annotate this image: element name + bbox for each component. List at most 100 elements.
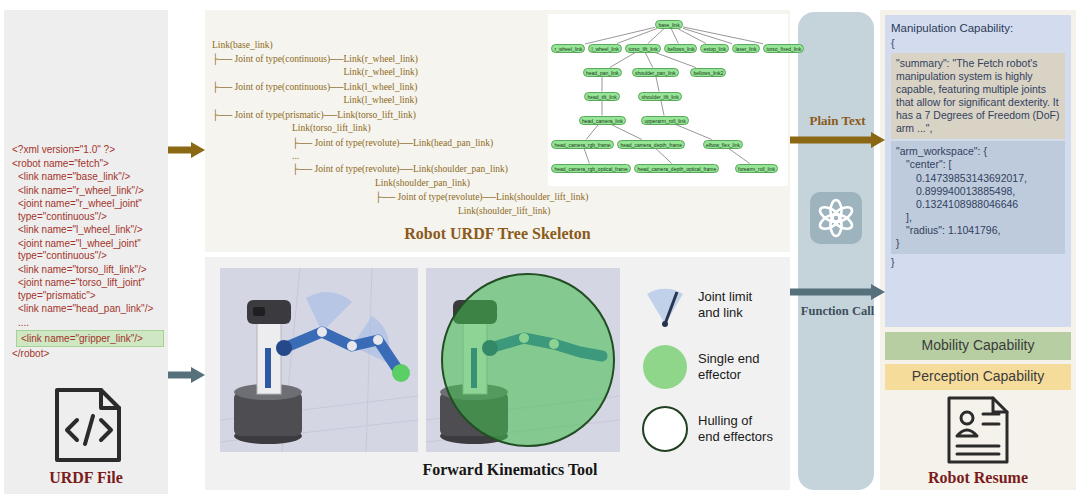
code-line: <link name="torso_lift_link"/>: [18, 264, 160, 277]
robot-render: [347, 341, 357, 351]
tree-edge: [661, 101, 664, 116]
tree-edge: [584, 149, 589, 164]
graph-canvas: [548, 14, 788, 186]
workspace-band: "arm_workspace": {"center": [0.147398531…: [891, 141, 1065, 254]
json-line: }: [896, 237, 1060, 250]
tree-graph-node: head_camera_rgb_frame: [551, 140, 614, 149]
tree-graph-node: shoulder_lift_link: [638, 92, 682, 101]
tree-edge: [683, 27, 763, 44]
tree-line: ├── Joint of type(continuous)──Link(l_wh…: [212, 82, 417, 94]
panel-caption: URDF File: [4, 468, 168, 488]
json-line: 0.899940013885498,: [916, 185, 1060, 198]
robot-render: [257, 322, 281, 394]
flow-arrow: [790, 289, 871, 296]
tree-edge: [602, 101, 603, 116]
link-name: estop_link: [704, 46, 727, 52]
code-line: <robot name="fetch">: [12, 158, 160, 171]
robot-render: [220, 268, 418, 452]
legend-item: Hulling of end effectors: [640, 404, 788, 454]
tree-graph-node: forearm_roll_link: [735, 164, 778, 173]
legend-symbol: [640, 342, 690, 392]
robot-render: [265, 348, 271, 388]
legend-text: Single end effector: [698, 351, 776, 384]
robot-render: [317, 327, 327, 337]
legend-item: Joint limit and link: [640, 280, 788, 330]
json-line: "radius": 1.1041796,: [906, 224, 1060, 237]
tree-edge: [671, 29, 678, 44]
code-line: <joint name="l_wheel_joint" type="contin…: [18, 238, 160, 263]
tree-graph-node: torso_lift_link: [625, 44, 661, 53]
llm-column: [798, 12, 874, 490]
tree-graph-node: elbow_flex_link: [703, 140, 743, 149]
link-name: torso_lift_link: [629, 46, 658, 52]
flow-arrow: [168, 147, 191, 154]
robot-render: [276, 340, 292, 356]
robot-render: [220, 268, 418, 452]
json-line: "summary": "The Fetch robot's manipulati…: [896, 57, 1060, 136]
link-name: r_wheel_link: [555, 46, 583, 52]
json-line: ],: [906, 211, 1060, 224]
panel-caption: Robot Resume: [880, 468, 1076, 488]
json-line: 0.14739853143692017,: [916, 172, 1060, 185]
robot-render: [220, 268, 418, 452]
tree-line: Link(shoulder_pan_link): [375, 178, 470, 190]
code-line: <joint name="torso_lift_joint" type="pri…: [18, 277, 160, 302]
robot-render: [373, 335, 383, 345]
tree-edge: [676, 125, 712, 140]
tree-graph-node: bellows_link2: [690, 68, 726, 77]
tree-line: Link(base_link): [212, 40, 273, 52]
link-name: head_camera_depth_frame: [621, 142, 682, 148]
tree-graph-node: head_pan_link: [583, 68, 622, 77]
code-line: <joint name="r_wheel_joint" type="contin…: [18, 198, 160, 223]
panel-title: Robot URDF Tree Skeleton: [205, 224, 790, 244]
legend-swatch: [643, 345, 687, 389]
highlight-band: <link name="gripper_link"/>: [16, 330, 164, 347]
link-name: head_pan_link: [586, 70, 619, 76]
resume-panel: Robot Resume Manipulation Capability:{}"s…: [880, 10, 1076, 490]
tree-graph-node: estop_link: [700, 44, 729, 53]
link-name: bellows_link2: [694, 70, 724, 76]
link-name: head_tilt_link: [588, 94, 617, 100]
legend: Joint limit and linkSingle end effectorH…: [640, 280, 788, 460]
code-line: <link name="base_link"/>: [18, 171, 160, 184]
summary-band: "summary": "The Fetch robot's manipulati…: [891, 53, 1065, 140]
tree-edge: [611, 125, 642, 140]
tree-graph-node: l_wheel_link: [588, 44, 622, 53]
tree-graph-node: head_camera_rgb_optical_frame: [551, 164, 631, 173]
tree-line: Link(torso_lift_link): [292, 123, 371, 135]
capability-box: Manipulation Capability:{}"summary": "Th…: [885, 15, 1071, 327]
tree-edge: [729, 149, 750, 164]
legend-item: Single end effector: [640, 342, 788, 392]
code-line: ....: [18, 317, 160, 330]
tree-graph-node: head_camera_depth_optical_frame: [634, 164, 719, 173]
link-name: bellows_link: [668, 46, 695, 52]
capability-name: Perception Capability: [885, 368, 1071, 386]
joint-symbol: [662, 321, 668, 327]
flow-arrow: [168, 372, 191, 379]
link-name: forearm_roll_link: [738, 166, 775, 172]
tree-graph-node: r_wheel_link: [551, 44, 585, 53]
openai-logo: [818, 200, 855, 236]
link-name: head_camera_rgb_optical_frame: [555, 166, 628, 172]
flow-arrow: [790, 137, 871, 144]
tree-graph-node: torso_fixed_link: [763, 44, 804, 53]
tree-edge: [645, 53, 653, 68]
json-line: }: [891, 256, 1065, 269]
code-line: <link name="r_wheel_link"/>: [18, 185, 160, 198]
tree-edge: [585, 27, 655, 44]
openai-logo: [818, 204, 843, 225]
tree-graph-node: head_tilt_link: [584, 92, 620, 101]
tree-line: ├── Joint of type(revolute)──Link(should…: [292, 164, 508, 176]
tree-graph-node: head_camera_depth_frame: [617, 140, 685, 149]
openai-logo: [810, 192, 862, 244]
link-name: shoulder_lift_link: [642, 94, 679, 100]
code-line: </robot>: [12, 348, 160, 361]
tree-edge: [610, 53, 636, 68]
code-line: <?xml version="1.0" ?>: [12, 144, 160, 157]
tree-graph-node: base_link: [655, 20, 683, 29]
tree-line: Link(r_wheel_link): [344, 67, 418, 79]
tree-edge: [656, 77, 659, 92]
tree-graph-node: upperarm_roll_link: [641, 116, 689, 125]
llm-column: [798, 12, 874, 490]
link-name: head_camera_link: [582, 118, 623, 124]
